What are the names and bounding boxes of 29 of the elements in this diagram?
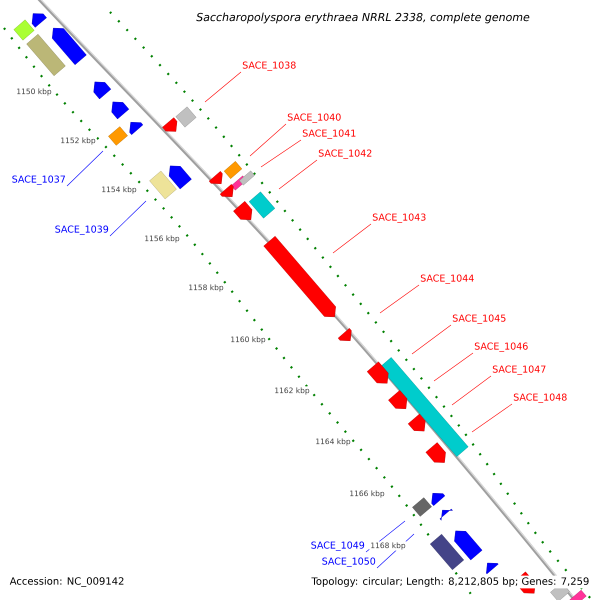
gene-label: SACE_1047 bbox=[492, 366, 546, 375]
gene-label: SACE_1043 bbox=[372, 214, 426, 223]
gene-label: SACE_1042 bbox=[318, 150, 372, 159]
title: Saccharopolyspora erythraea NRRL 2338, complete genome bbox=[194, 11, 532, 25]
gene-label: SACE_1039 bbox=[55, 226, 108, 235]
leader-line bbox=[380, 284, 420, 314]
leader-line bbox=[472, 404, 512, 432]
leader-line bbox=[434, 352, 474, 382]
leader-line bbox=[204, 72, 242, 102]
gene-label: SACE_1045 bbox=[452, 314, 506, 324]
gene-label: SACE_1044 bbox=[420, 274, 474, 284]
gene-label: SACE_1037 bbox=[12, 176, 65, 185]
gene-label: SACE_1038 bbox=[242, 62, 296, 71]
leader-line bbox=[66, 150, 104, 186]
leader-line bbox=[332, 224, 372, 254]
gene-label: SACE_1040 bbox=[288, 114, 341, 123]
leader-line bbox=[250, 124, 286, 156]
leader-line bbox=[452, 376, 492, 406]
leader-line bbox=[110, 200, 146, 236]
gene-label: SACE_1049 bbox=[311, 542, 364, 551]
gene-label: SACE_1048 bbox=[514, 394, 567, 403]
leader-line bbox=[412, 324, 452, 354]
footer-text: Accession: NC_009142 bbox=[8, 576, 126, 588]
leader-line bbox=[278, 160, 318, 190]
gene-label: SACE_1050 bbox=[322, 558, 376, 567]
leader-line bbox=[260, 140, 302, 168]
footer-text: Topology: circular; Length: 8,212,805 bp; Genes: 7,259 bbox=[310, 576, 591, 588]
gene-label: SACE_1041 bbox=[302, 130, 356, 139]
gene-label: SACE_1046 bbox=[474, 342, 528, 352]
